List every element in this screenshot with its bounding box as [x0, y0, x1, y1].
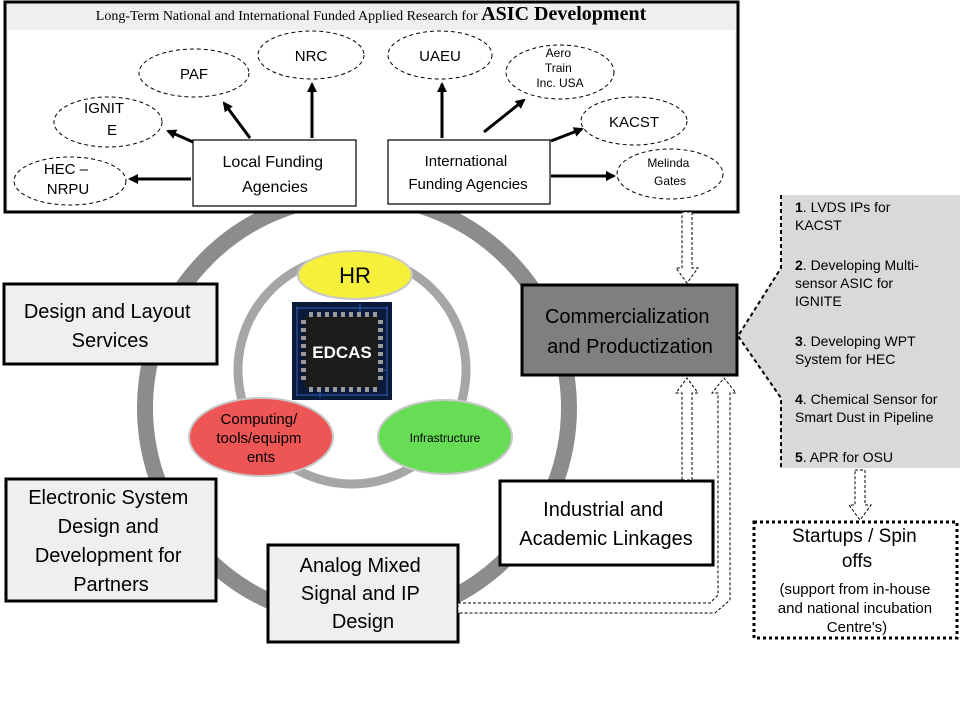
edcas-chip-icon: EDCAS	[292, 302, 392, 400]
funding-arrows	[128, 82, 616, 184]
hr-ellipse: HR	[297, 250, 413, 300]
analog-mixed-signal-box: Analog Mixed Signal and IP Design	[266, 543, 460, 644]
projects-panel: 1. LVDS IPs for KACST 2. Developing Mult…	[736, 195, 960, 468]
agency-hec: HEC – NRPU	[13, 156, 127, 206]
computing-ellipse: Computing/ tools/equipm ents	[188, 397, 334, 477]
svg-text:KACST: KACST	[609, 114, 659, 131]
project-3: 3. Developing WPT System for HEC	[795, 333, 919, 367]
arrow-analog-to-commercialization	[457, 377, 738, 614]
svg-text:HR: HR	[339, 263, 371, 288]
header-title-prefix: Long-Term National and International Fun…	[96, 9, 478, 24]
international-funding-label: International Funding Agencies	[408, 153, 527, 193]
svg-text:Design and Layout Servic: Design and Layout Services	[24, 301, 196, 352]
header-title-emphasis: ASIC Development	[481, 3, 646, 25]
project-1: 1. LVDS IPs for KACST	[795, 199, 894, 233]
local-funding-label: Local Funding Agencies	[223, 154, 328, 196]
svg-text:Melinda Gates: Melinda Gates	[647, 156, 692, 188]
svg-text:(support from in-house a: (support from in-house and national incu…	[778, 581, 936, 636]
agency-ignite: IGNIT E	[53, 96, 163, 148]
svg-text:NRC: NRC	[295, 48, 328, 65]
project-4: 4. Chemical Sensor for Smart Dust in Pip…	[795, 391, 941, 425]
arrow-header-to-commercialization	[675, 211, 699, 284]
svg-text:Analog Mixed Signal and: Analog Mixed Signal and IP Design	[300, 555, 427, 633]
commercialization-box: Commercialization and Productization	[520, 283, 739, 377]
agency-nrc: NRC	[257, 30, 365, 80]
agency-melinda-gates: Melinda Gates	[616, 148, 724, 200]
svg-text:PAF: PAF	[180, 66, 208, 83]
local-funding-box	[192, 139, 357, 207]
svg-text:IGNIT E: IGNIT E	[84, 100, 128, 139]
svg-text:Infrastructure: Infrastructure	[410, 431, 481, 445]
svg-text:Commercialization and Pr: Commercialization and Productization	[545, 306, 715, 358]
svg-text:Computing/ tools/equipm: Computing/ tools/equipm ents	[216, 411, 305, 466]
edcas-label: EDCAS	[312, 343, 372, 362]
arrow-projects-to-startups	[848, 469, 872, 521]
infrastructure-ellipse: Infrastructure	[377, 399, 513, 475]
arrow-industrial-to-commercialization	[675, 377, 699, 481]
svg-text:HEC – NRPU: HEC – NRPU	[44, 161, 92, 198]
project-2: 2. Developing Multi- sensor ASIC for IGN…	[795, 257, 923, 309]
agency-paf: PAF	[138, 48, 250, 98]
startups-box: Startups / Spin offs (support from in-ho…	[752, 520, 959, 640]
agency-kacst: KACST	[580, 96, 688, 146]
project-5: 5. APR for OSU	[795, 449, 893, 465]
agency-aerotrain: Aero Train Inc. USA	[505, 44, 615, 100]
header-title: Long-Term National and International Fun…	[96, 3, 647, 25]
industrial-academic-box: Industrial and Academic Linkages	[498, 479, 715, 567]
flow-arrows	[457, 211, 872, 614]
agency-uaeu: UAEU	[387, 30, 493, 80]
svg-text:Electronic System Design: Electronic System Design and Development…	[28, 487, 194, 596]
design-layout-box: Design and Layout Services	[2, 282, 219, 366]
svg-text:Startups / Spin offs: Startups / Spin offs	[792, 526, 922, 572]
international-funding-box	[387, 139, 551, 205]
svg-text:UAEU: UAEU	[419, 48, 461, 65]
electronic-system-box: Electronic System Design and Development…	[4, 477, 218, 603]
svg-text:Aero Train Inc. US: Aero Train Inc. USA	[536, 46, 583, 90]
svg-text:Industrial and Academic: Industrial and Academic Linkages	[519, 499, 692, 550]
